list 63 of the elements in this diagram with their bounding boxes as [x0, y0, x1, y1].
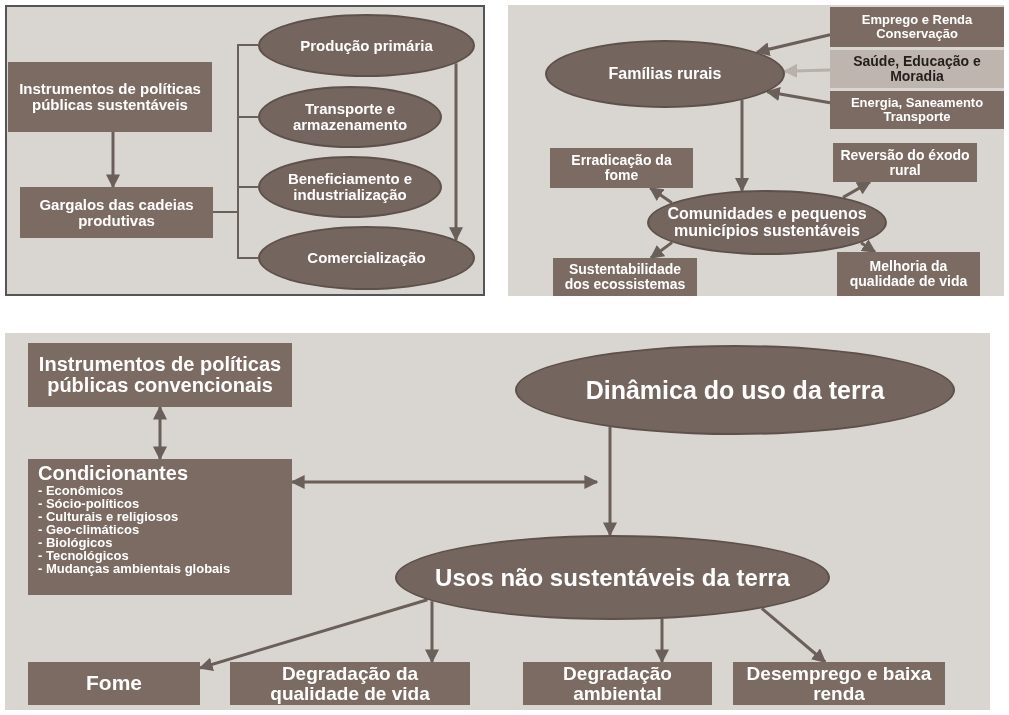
arrow: [765, 87, 831, 105]
arrow: [735, 100, 749, 193]
list-item: - Sócio-políticos: [38, 497, 141, 510]
process-box: [830, 7, 1004, 47]
arrow: [755, 33, 831, 56]
list-item: - Econômicos: [38, 484, 125, 497]
node-label: Desemprego e baixa renda: [745, 663, 933, 704]
node-label: Erradicação da fome: [570, 153, 673, 183]
node-label: Melhoria da qualidade de vida: [848, 259, 969, 289]
process-box: [230, 662, 470, 705]
process-box: [837, 252, 980, 296]
connector-line: [212, 211, 259, 259]
arrow: [655, 618, 669, 664]
node-label: Condicionantes: [38, 463, 189, 484]
node-label: Saúde, Educação e Moradia: [852, 54, 982, 84]
node-label: Comercialização: [306, 250, 427, 266]
node-label: Degradação ambiental: [562, 663, 673, 704]
node-label: Emprego e Renda Conservação: [860, 13, 974, 41]
node-label: Transporte e armazenamento: [291, 101, 409, 133]
arrow: [649, 186, 673, 204]
list-item: - Culturais e religiosos: [38, 510, 180, 523]
node-label: Comunidades e pequenos municípios sustentáveis: [666, 205, 868, 240]
process-box: [833, 143, 977, 182]
arrow: [783, 63, 831, 78]
node-label: Usos não sustentáveis da terra: [434, 564, 791, 591]
node-label: Fome: [85, 672, 143, 695]
arrow: [760, 607, 827, 664]
arrow: [649, 241, 674, 260]
arrow: [106, 132, 120, 189]
process-box: [523, 662, 712, 705]
arrow: [153, 405, 167, 461]
node-label: Instrumentos de políticas públicas convencionais: [37, 354, 283, 396]
arrow: [425, 601, 439, 664]
process-box: [28, 343, 292, 407]
process-box: [8, 62, 212, 132]
process-box: [28, 662, 200, 705]
process-box: [830, 91, 1004, 129]
process-box: [28, 459, 292, 595]
node-label: Sustentabilidade dos ecossistemas: [563, 262, 687, 292]
list-item: - Mudanças ambientais globais: [38, 562, 232, 575]
arrow: [860, 239, 877, 254]
arrow: [603, 427, 617, 537]
arrow: [198, 598, 428, 672]
process-box: [550, 148, 693, 188]
node-label: Degradação da qualidade de vida: [269, 663, 431, 704]
process-box: [830, 50, 1004, 88]
process-box: [733, 662, 945, 705]
list-item: - Geo-climáticos: [38, 523, 140, 536]
arrow: [290, 475, 599, 489]
node-label: Reversão do éxodo rural: [839, 147, 971, 178]
node-label: Energia, Saneamento Transporte: [849, 96, 985, 124]
node-label: Dinâmica do uso da terra: [584, 376, 886, 404]
node-label: Gargalos das cadeias produtivas: [38, 196, 195, 229]
list-item: - Tecnológicos: [38, 549, 130, 562]
arrow: [842, 180, 872, 199]
list-item: - Biológicos: [38, 536, 113, 549]
node-label: Instrumentos de políticas públicas sustentáveis: [18, 81, 202, 113]
node-label: Famílias rurais: [607, 65, 723, 83]
process-box: [553, 258, 697, 296]
process-box: [20, 187, 213, 238]
node-label: Beneficiamento e industrialização: [286, 171, 414, 203]
node-label: Produção primária: [299, 37, 434, 54]
arrow: [449, 63, 463, 242]
